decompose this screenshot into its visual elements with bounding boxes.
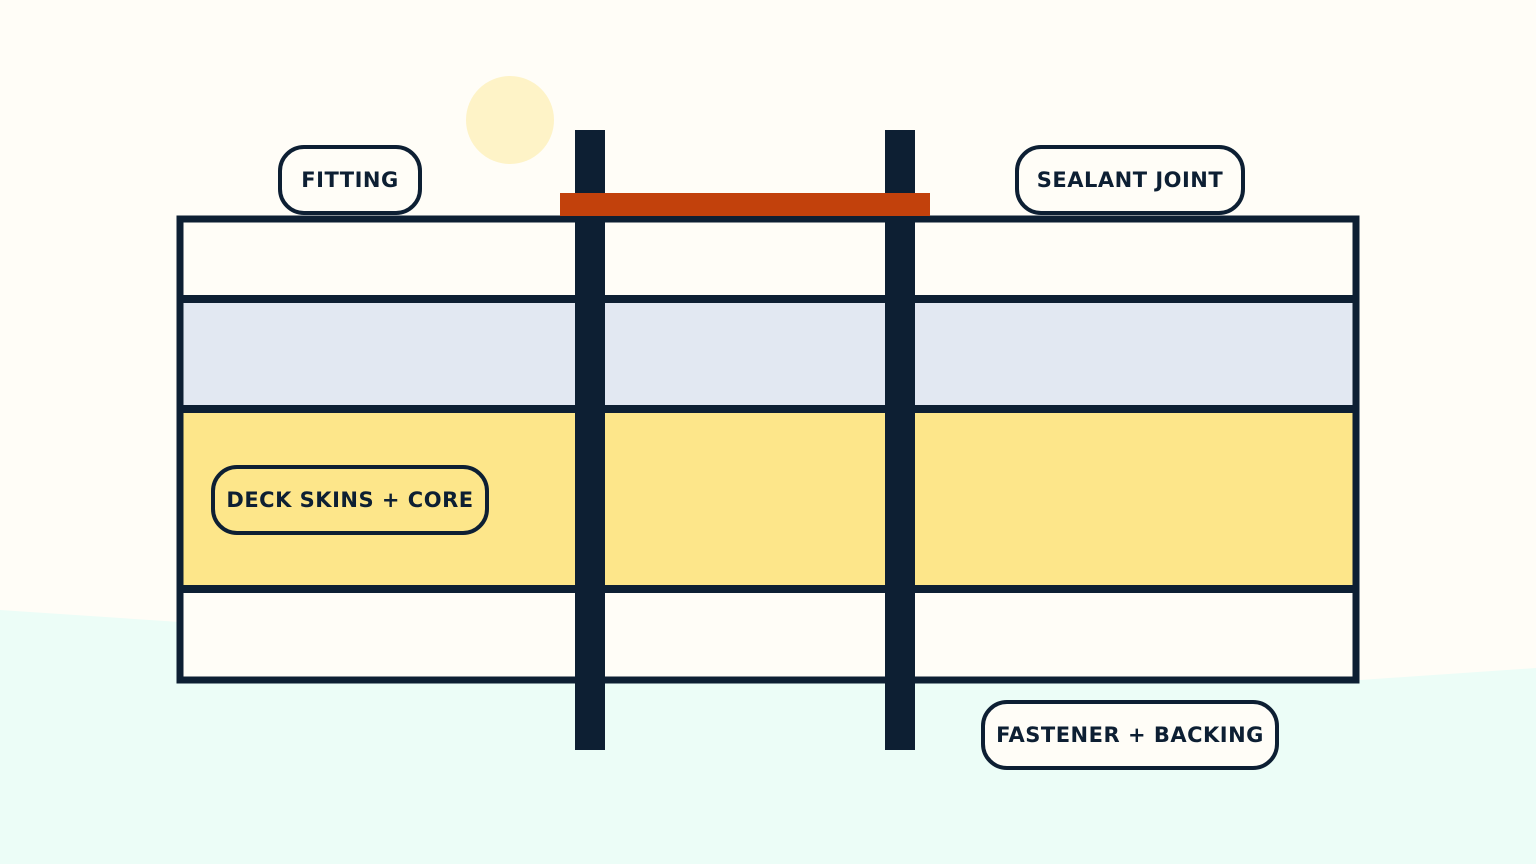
fastener-bolt-right	[885, 130, 915, 750]
bottom-skin-layer	[180, 589, 1356, 680]
fastener-bolt-left	[575, 130, 605, 750]
top-skin-layer	[180, 219, 1356, 299]
fastener-backing-label: FASTENER + BACKING	[981, 700, 1279, 770]
deck-skins-core-label: DECK SKINS + CORE	[211, 465, 489, 535]
upper-layer	[180, 299, 1356, 409]
sun-shape	[466, 76, 554, 164]
fitting-plate	[560, 193, 930, 216]
deck-outline	[176, 215, 1360, 684]
fitting-label: FITTING	[278, 145, 422, 215]
sealant-joint-label: SEALANT JOINT	[1015, 145, 1245, 215]
